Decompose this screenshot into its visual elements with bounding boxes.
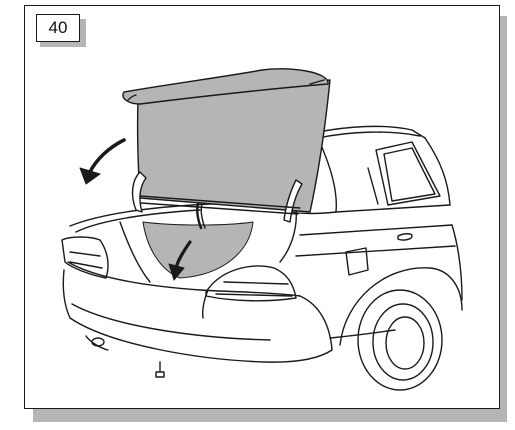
towing-hook — [156, 362, 164, 377]
rear-wheel — [340, 268, 462, 390]
car-roof — [318, 126, 450, 205]
side-window — [368, 142, 440, 205]
right-tail-light — [206, 266, 296, 301]
left-tail-light — [62, 237, 108, 278]
lid-open-arrow-icon — [80, 140, 124, 184]
exhaust-pipe — [86, 336, 108, 350]
door-handle — [398, 234, 412, 240]
